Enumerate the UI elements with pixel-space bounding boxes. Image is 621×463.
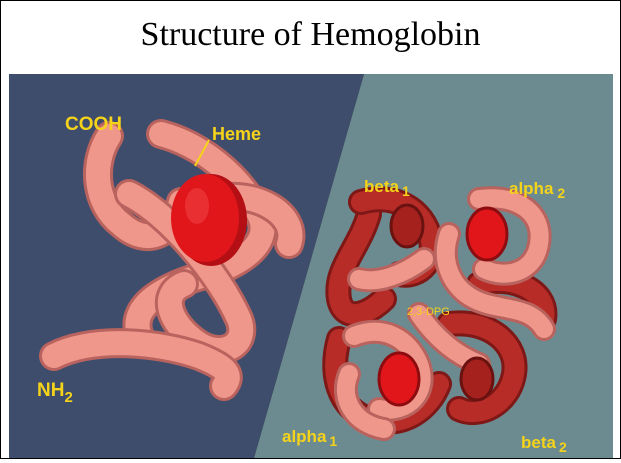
hemoglobin-illustration: COOH Heme NH2 (9, 74, 613, 458)
heme-beta2 (461, 358, 493, 400)
illustration-svg: COOH Heme NH2 (9, 74, 613, 458)
cooh-label: COOH (65, 114, 122, 135)
heme-alpha1 (379, 353, 419, 405)
heme-alpha2 (467, 208, 507, 260)
dpg-label: 2,3-DPG (407, 306, 450, 318)
heme-beta1 (391, 205, 423, 247)
figure-title: Structure of Hemoglobin (1, 1, 620, 69)
heme-label: Heme (212, 124, 261, 144)
